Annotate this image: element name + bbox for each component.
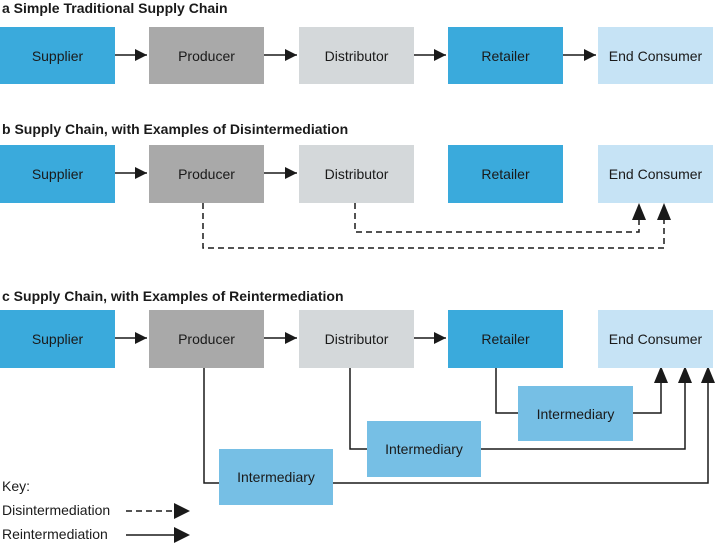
row-a-producer: Producer xyxy=(149,27,264,84)
row-b-end-consumer: End Consumer xyxy=(598,145,713,203)
key-disintermediation-label: Disintermediation xyxy=(2,502,111,518)
panel-b-title: b Supply Chain, with Examples of Disinte… xyxy=(2,121,349,137)
row-a-retailer: Retailer xyxy=(448,27,563,84)
key-title: Key: xyxy=(2,478,31,494)
row-b-producer: Producer xyxy=(149,145,264,203)
panel-a-title: a Simple Traditional Supply Chain xyxy=(2,0,228,16)
intermediary-distributor: Intermediary xyxy=(367,421,481,477)
row-c-end-consumer: End Consumer xyxy=(598,310,713,368)
key-lines xyxy=(126,503,190,543)
row-b-supplier: Supplier xyxy=(0,145,115,203)
row-a-distributor: Distributor xyxy=(299,27,414,84)
intermediary-retailer: Intermediary xyxy=(518,386,633,441)
panel-c-title: c Supply Chain, with Examples of Reinter… xyxy=(2,288,344,304)
row-c-arrows xyxy=(115,332,715,484)
row-a-end-consumer: End Consumer xyxy=(598,27,713,84)
row-c-producer: Producer xyxy=(149,310,264,368)
row-c-retailer: Retailer xyxy=(448,310,563,368)
row-c-distributor: Distributor xyxy=(299,310,414,368)
row-b-retailer: Retailer xyxy=(448,145,563,203)
intermediary-producer: Intermediary xyxy=(219,449,333,505)
row-b-distributor: Distributor xyxy=(299,145,414,203)
row-b-arrows xyxy=(115,167,671,249)
row-a-supplier: Supplier xyxy=(0,27,115,84)
row-c-supplier: Supplier xyxy=(0,310,115,368)
key-reintermediation-label: Reintermediation xyxy=(2,526,108,542)
